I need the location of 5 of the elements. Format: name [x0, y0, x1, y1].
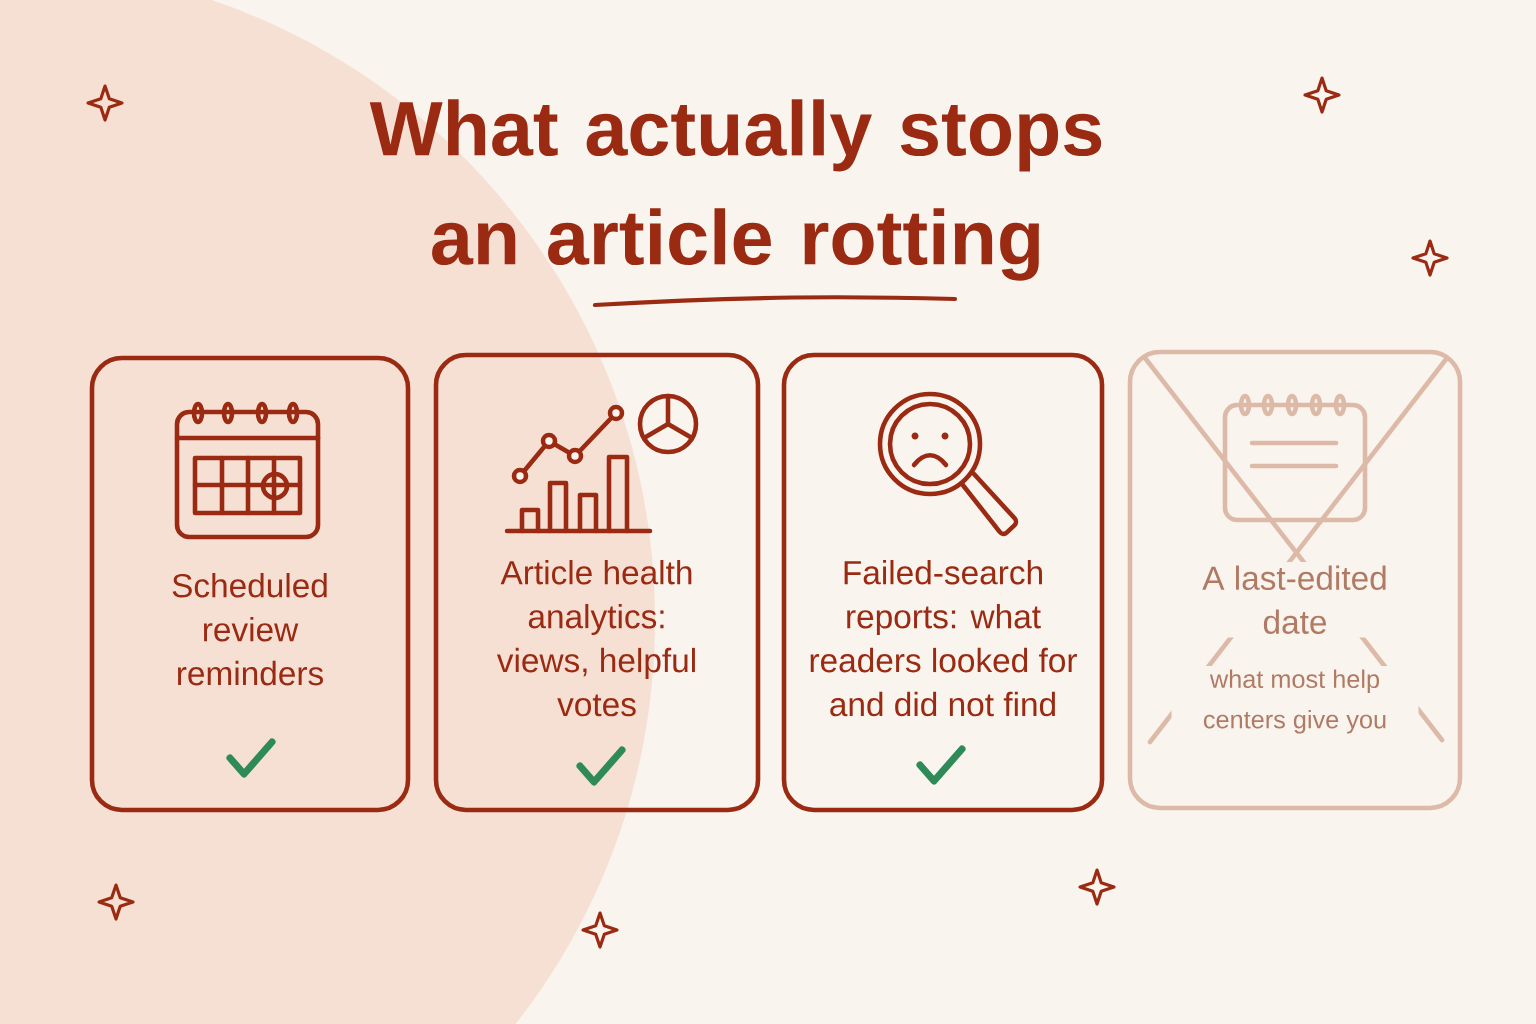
card: Article health analytics: views, helpful votes: [433, 352, 761, 813]
card: Scheduled review reminders: [89, 355, 411, 813]
card: Failed-search reports: what readers looked for and did not find: [781, 352, 1105, 813]
diagram-title: What actually stops an article rotting: [369, 99, 1102, 281]
card: A last-edited date what most help centers give you: [1127, 349, 1463, 811]
